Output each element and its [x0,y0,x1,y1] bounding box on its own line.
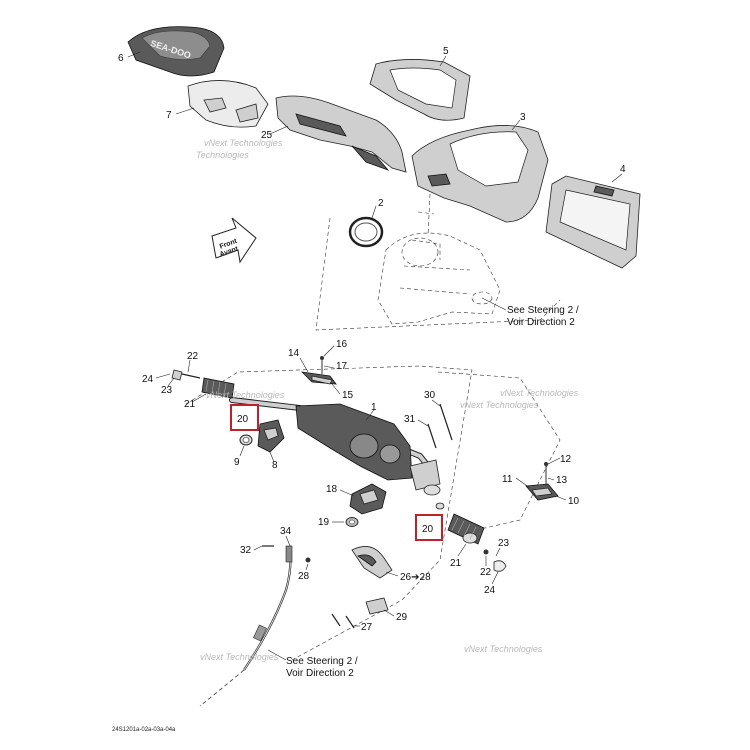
callout-18: 18 [326,484,338,495]
callout-13: 13 [556,475,568,486]
callout-10: 10 [568,496,580,507]
part-29-clip [365,597,389,615]
callout-14: 14 [288,348,300,359]
callout-30: 30 [424,390,436,401]
callout-12: 12 [560,454,572,465]
part-3-housing [411,125,549,223]
part-18-housing [349,483,387,515]
callout-25: 25 [261,130,273,141]
watermark-3: vNext Technologies [460,400,539,410]
part-7-panel [187,80,269,128]
part-21-right-grip [447,513,485,545]
callout-19: 19 [318,517,330,528]
see-steering-note-2: See Steering 2 / [286,656,358,667]
callout-15: 15 [342,390,354,401]
callout-28: 28 [298,571,310,582]
dashed-frame-right [437,371,561,531]
part-31-bolt [427,423,437,449]
callout-5: 5 [443,46,449,57]
callout-34: 34 [280,526,292,537]
callout-17: 17 [336,361,348,372]
watermark-6: vNext Technologies [500,388,579,398]
part-22-left-screw [181,373,201,379]
watermark-1: vNext Technologies [204,138,283,148]
part-2-ring [348,216,384,248]
callout-21-right: 21 [450,558,462,569]
callout-11: 11 [502,474,513,485]
callout-31: 31 [404,414,416,425]
watermark-1b: Technologies [196,150,249,160]
callout-22-left: 22 [187,351,199,362]
part-21-left-grip [201,377,235,399]
part-30-bolt [439,403,453,441]
callout-24-left: 24 [142,374,154,385]
part-22-right-screw [483,549,489,555]
see-steering-note-1: See Steering 2 / [507,305,579,316]
part-15-lever [300,371,337,385]
part-19-nut [345,517,359,527]
part-4-display [545,175,641,269]
callout-23-right: 23 [498,538,510,549]
callout-32: 32 [240,545,252,556]
part-27-bolt-a [331,613,341,627]
dashed-frame-upper [315,217,561,331]
highlight-box-20-left [230,404,259,431]
callout-24-right: 24 [484,585,496,596]
part-20-right-washer [435,502,445,510]
callout-27: 27 [361,622,373,633]
watermark-5: vNext Technologies [464,644,543,654]
steering-2-dashed-assembly [377,193,501,325]
callout-20-right: 20 [422,524,434,535]
callout-16: 16 [336,339,348,350]
callout-8: 8 [272,460,278,471]
callout-22-right: 22 [480,567,492,578]
callout-4: 4 [620,164,626,175]
callout-7: 7 [166,110,172,121]
callout-23-left: 23 [161,385,173,396]
callout-26: 26➔28 [400,572,431,583]
watermarks: vNext Technologies Technologies vNext Te… [196,138,579,662]
part-9-washer [239,434,253,446]
part-10-right-lever [525,483,559,501]
part-1-handlebar [229,397,441,496]
part-8-switch [257,419,285,453]
part-25-console [275,95,407,173]
part-26-bracket [351,546,393,579]
watermark-4: vNext Technologies [200,652,279,662]
highlight-box-20-right [415,514,443,541]
callout-20-left: 20 [237,414,249,425]
watermark-2: vNext Technologies [206,390,285,400]
part-6-cover: SEA-DOO [127,26,225,77]
callout-1: 1 [371,402,377,413]
drawing-code: 24S1201a-02a-03a-04a [112,727,176,733]
callout-2: 2 [378,198,384,209]
see-steering-note-1-fr: Voir Direction 2 [507,317,575,328]
front-arrow: Front Avant [211,217,257,264]
callout-21-left: 21 [184,399,196,410]
dashed-frame-lower [185,365,473,661]
part-5-frame [369,59,471,121]
part-23-left-endcap [171,369,183,381]
part-28-nut [305,557,311,563]
callout-29: 29 [396,612,408,623]
part-24-right-endcap [493,560,507,572]
part-34-cable [199,545,293,707]
callout-6: 6 [118,53,124,64]
callout-3: 3 [520,112,526,123]
callout-9: 9 [234,457,240,468]
see-steering-note-2-fr: Voir Direction 2 [286,668,354,679]
